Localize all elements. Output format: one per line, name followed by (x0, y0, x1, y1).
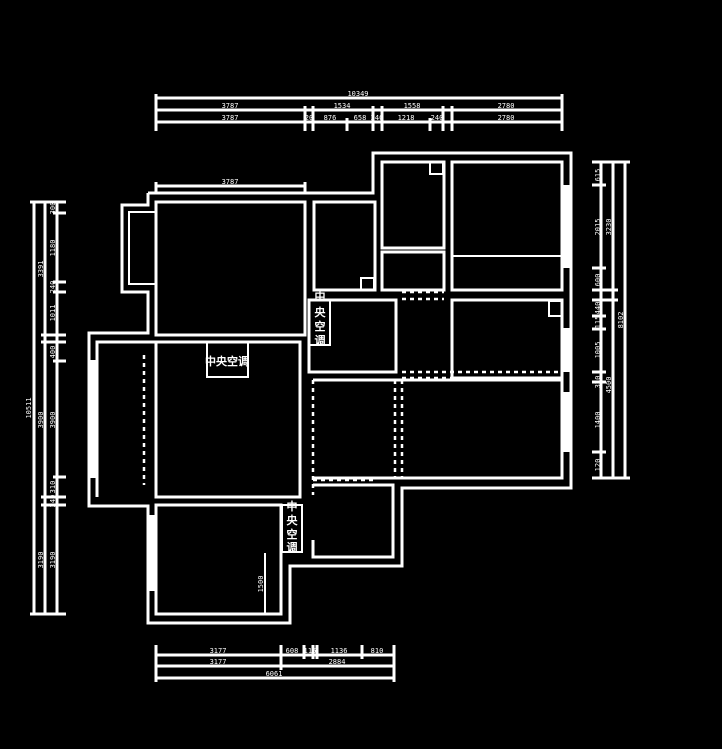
door-swing (429, 161, 444, 175)
dim-text: 3190 (37, 552, 45, 569)
dim-text: 440 (594, 302, 602, 315)
dim-text: 608 (286, 647, 299, 655)
room-bedroom-top-left (154, 200, 307, 337)
dim-text: 120 (594, 459, 602, 472)
dim-text: 810 (371, 647, 384, 655)
dim-text: 3900 (49, 412, 57, 429)
ac-box (206, 341, 249, 378)
ac-label: 中央空调 (205, 354, 249, 368)
outer-wall (87, 151, 573, 625)
ac-label: 空 (315, 319, 326, 333)
dim-text: 240 (431, 114, 444, 122)
dim-text: 3177 (210, 647, 227, 655)
ac-label: 调 (315, 333, 326, 347)
ac-label: 央 (287, 513, 299, 527)
dim-text: 615 (594, 169, 602, 182)
dim-text: 1218 (398, 114, 415, 122)
window (562, 328, 571, 372)
dim-text: 1136 (331, 647, 348, 655)
dim-text: 10511 (25, 397, 33, 418)
room-bedroom-bottom (154, 503, 283, 616)
room-top-middle (380, 160, 446, 250)
window (89, 360, 97, 478)
dim-text: 1180 (49, 240, 57, 257)
room-living (95, 340, 302, 499)
dim-text: 1534 (334, 102, 351, 110)
room-right (450, 298, 564, 380)
dim-text: 6061 (266, 670, 283, 678)
ac-label: 央 (315, 305, 327, 319)
balcony-left (128, 211, 157, 285)
dim-text: 115 (594, 316, 602, 329)
dim-text: 600 (594, 274, 602, 287)
dim-text: 3787 (222, 102, 239, 110)
dim-text: 2015 (594, 219, 602, 236)
dim-text: 8102 (617, 312, 625, 329)
dimension-left (30, 200, 66, 616)
ac-box (308, 299, 331, 346)
dim-text: 240 (49, 495, 57, 508)
dim-text: 240 (371, 114, 384, 122)
dim-text: 10349 (347, 90, 368, 98)
dim-text: 3900 (37, 412, 45, 429)
openings (142, 290, 562, 495)
dim-text: 1011 (49, 305, 57, 322)
room-top-right (450, 160, 564, 292)
dim-text: 1400 (594, 412, 602, 429)
dim-text: 3787 (222, 114, 239, 122)
door-swing (548, 300, 563, 317)
window (148, 515, 156, 591)
ac-box (281, 504, 303, 553)
dim-text: 2780 (498, 102, 515, 110)
ac-label: 中 (287, 499, 298, 513)
dim-text: 3230 (605, 219, 613, 236)
room-closet (380, 250, 446, 292)
dim-text: 20 (305, 114, 313, 122)
dim-text: 310 (49, 481, 57, 494)
window (562, 185, 571, 268)
dim-text: 1005 (594, 342, 602, 359)
window (562, 392, 571, 452)
dimension-right (592, 160, 630, 480)
dim-text: 1500 (257, 576, 265, 593)
dim-text: 876 (324, 114, 337, 122)
ac-label: 调 (287, 540, 298, 554)
ac-label: 中 (315, 289, 326, 303)
dim-text: 300 (49, 202, 57, 215)
dim-text: 320 (594, 376, 602, 389)
dim-text: 400 (49, 346, 57, 359)
door-swing (360, 277, 375, 291)
room-dining (313, 378, 564, 480)
dimension-top (154, 94, 564, 192)
dim-text: 3391 (37, 261, 45, 278)
dim-text: 115 (304, 647, 317, 655)
dim-text: 3787 (222, 178, 239, 186)
ac-label: 空 (287, 527, 298, 541)
dim-text: 2780 (498, 114, 515, 122)
rooms (89, 160, 571, 616)
room-small (312, 200, 377, 292)
room-bathroom (311, 483, 395, 559)
dim-text: 1558 (404, 102, 421, 110)
dim-text: 3177 (210, 658, 227, 666)
dimension-bottom (154, 645, 396, 682)
dim-text: 3190 (49, 552, 57, 569)
dim-text: 240 (49, 281, 57, 294)
dim-text: 2884 (329, 658, 346, 666)
dim-text: 658 (354, 114, 367, 122)
dim-text: 4500 (605, 377, 613, 394)
